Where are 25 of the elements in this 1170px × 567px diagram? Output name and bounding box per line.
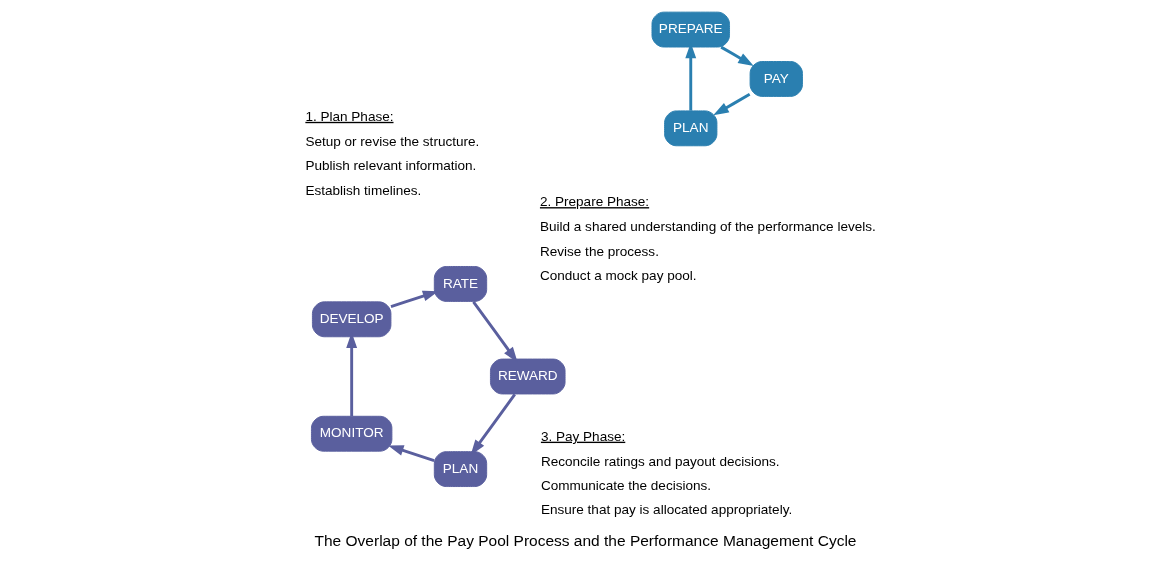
label: Communicate the decisions. <box>540 478 711 494</box>
label: Conduct a mock pay pool. <box>539 267 697 283</box>
label: Build a shared understanding of the performance levels. <box>539 219 876 235</box>
label: Establish timelines. <box>304 182 421 198</box>
label: 2. Prepare Phase: <box>539 194 649 210</box>
node-box: PLAN <box>433 451 487 488</box>
label: Setup or revise the structure. <box>304 134 479 150</box>
label: 3. Pay Phase: <box>540 428 625 444</box>
node-box: PAY <box>749 61 803 97</box>
node-box: RATE <box>433 266 487 302</box>
label: Revise the process. <box>539 243 659 259</box>
label: Reconcile ratings and payout decisions. <box>540 453 780 469</box>
node-box: REWARD <box>489 358 566 395</box>
label: 1. Plan Phase: <box>304 108 394 124</box>
label: Publish relevant information. <box>304 158 476 174</box>
node-box: DEVELOP <box>311 301 391 338</box>
label: Ensure that pay is allocated appropriately. <box>540 502 792 518</box>
caption: The Overlap of the Pay Pool Process and the Performance Management Cycle <box>314 531 856 549</box>
node-box: PLAN <box>663 110 717 147</box>
arrow <box>387 445 435 462</box>
arrow <box>390 290 438 308</box>
arrow <box>712 93 750 116</box>
node-box: PREPARE <box>651 11 730 48</box>
node-box: MONITOR <box>310 415 392 452</box>
arrow <box>719 45 754 66</box>
